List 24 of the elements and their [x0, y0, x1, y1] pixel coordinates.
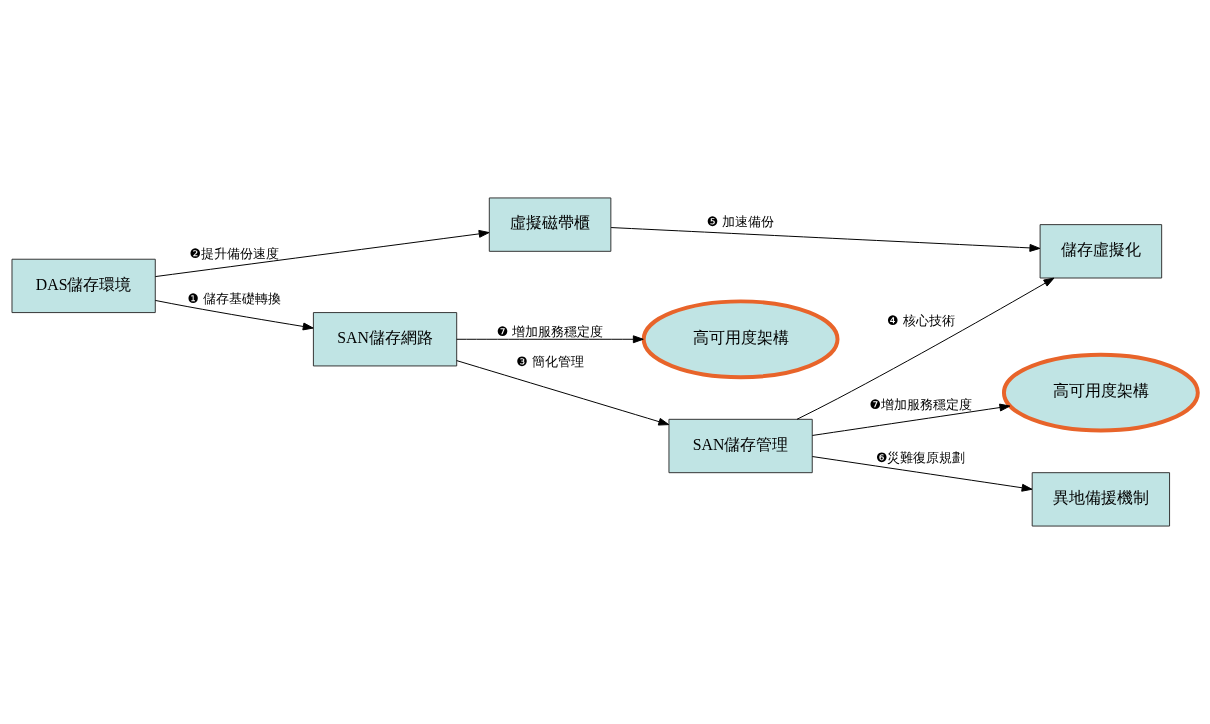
edge-label: ❼增加服務穩定度: [869, 396, 972, 412]
node-box: 異地備援機制: [1031, 472, 1171, 527]
arrow: [610, 227, 1041, 252]
node-box: 虛擬磁帶櫃: [488, 197, 612, 252]
arrow: [456, 335, 644, 344]
node-box: SAN儲存網路: [312, 312, 458, 367]
edge-label: ❷提升備份速度: [189, 245, 280, 261]
edge-label: ❺ 加速備份: [706, 214, 775, 230]
node-ellipse: 高可用度架構: [641, 299, 840, 380]
arrow: [154, 229, 490, 278]
edge-label: ❶ 儲存基礎轉換: [187, 291, 282, 307]
edge-label: ❼ 增加服務穩定度: [496, 323, 604, 339]
edge-label: ❹ 核心技術: [886, 312, 955, 328]
arrow: [456, 360, 670, 426]
edge-label: ❻災難復原規劃: [875, 450, 966, 466]
arrow: [811, 403, 1011, 436]
node-ellipse: 高可用度架構: [1002, 352, 1200, 433]
arrow: [796, 277, 1055, 420]
arrow: [154, 299, 314, 331]
edge-label: ❸ 簡化管理: [516, 354, 584, 370]
node-box: 儲存虛擬化: [1039, 224, 1163, 279]
node-box: DAS儲存環境: [11, 258, 156, 314]
arrow: [811, 456, 1033, 492]
node-box: SAN儲存管理: [668, 418, 813, 474]
